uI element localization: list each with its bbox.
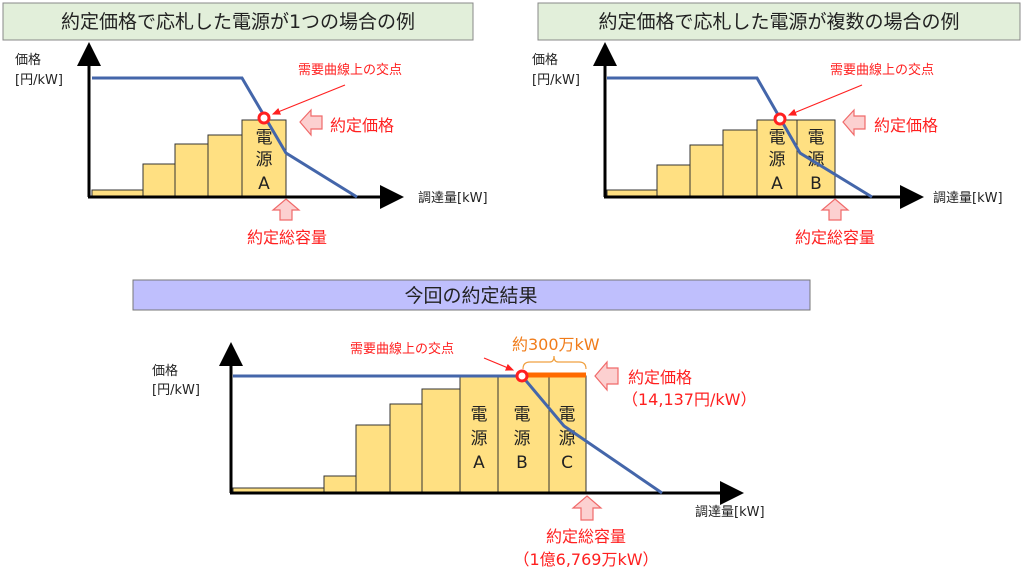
x-axis-label: 調達量[kW] [418, 191, 488, 206]
bracket [522, 355, 587, 370]
bracket-label: 約300万kW [512, 335, 600, 354]
bar-source-a [459, 375, 499, 494]
intersection-marker [515, 369, 529, 383]
bar [421, 388, 461, 494]
intersection-marker [773, 112, 787, 126]
source-label: 電 [471, 405, 488, 425]
panel-multiple-sources: 約定価格で応札した電源が複数の場合の例 価格 [円/kW] 電 源 A 電 源 … [532, 2, 1021, 247]
capacity-label: 約定総容量 [546, 527, 626, 546]
panel-actual-result: 今回の約定結果 価格 [円/kW] 電 源 A 電 源 B 電 源 C 約300… [132, 279, 811, 569]
price-label: 約定価格 [330, 116, 394, 135]
y-axis-unit: [円/kW] [15, 73, 63, 88]
source-label: B [810, 174, 822, 194]
panel2-title-box [537, 2, 1021, 41]
bar [722, 129, 758, 198]
price-label: 約定価格 [628, 368, 692, 387]
source-label: 源 [514, 429, 531, 449]
bar [207, 134, 243, 198]
price-arrow-icon [594, 360, 619, 392]
price-arrow-icon [842, 108, 866, 137]
x-axis-label: 調達量[kW] [695, 505, 765, 520]
demand-curve [233, 374, 663, 495]
capacity-arrow-icon [271, 198, 301, 221]
bar-source-b [796, 119, 836, 198]
price-value: （14,137円/kW） [622, 390, 756, 409]
source-label: A [473, 453, 485, 473]
source-label: 電 [256, 128, 273, 148]
pointer-arrow [787, 84, 863, 116]
bar [174, 143, 209, 198]
bar-source-c [548, 375, 587, 494]
bar [355, 424, 391, 494]
source-label: 源 [769, 150, 786, 170]
y-axis-label: 価格 [532, 52, 558, 68]
panel3-title-box [132, 279, 811, 311]
source-label: 源 [256, 150, 273, 170]
source-label: A [258, 174, 270, 194]
y-axis-label: 価格 [15, 52, 41, 68]
panel1-title: 約定価格で応札した電源が1つの場合の例 [61, 11, 415, 33]
pointer-arrow [271, 84, 346, 115]
panel-single-source: 約定価格で応札した電源が1つの場合の例 価格 [円/kW] 電 源 A 需要曲線… [2, 2, 488, 247]
bar [689, 144, 724, 198]
bar [656, 164, 691, 198]
price-arrow-icon [299, 108, 323, 137]
intersection-label: 需要曲線上の交点 [830, 62, 934, 78]
bar [389, 403, 423, 494]
capacity-arrow-icon [820, 198, 850, 221]
panel2-title: 約定価格で応札した電源が複数の場合の例 [598, 11, 959, 33]
source-label: 源 [471, 429, 488, 449]
bar [142, 163, 176, 198]
source-label: A [771, 174, 783, 194]
source-label: 電 [559, 405, 576, 425]
source-label: 電 [808, 128, 825, 148]
y-axis-unit: [円/kW] [532, 73, 580, 88]
pointer-arrow [483, 357, 515, 371]
source-label: 源 [559, 429, 576, 449]
x-axis-label: 調達量[kW] [933, 191, 1003, 206]
y-axis-unit: [円/kW] [152, 383, 200, 398]
source-label: B [516, 453, 528, 473]
source-label: 電 [514, 405, 531, 425]
source-label: 電 [769, 128, 786, 148]
source-label: C [561, 453, 573, 473]
intersection-label: 需要曲線上の交点 [350, 341, 454, 357]
capacity-value: （1億6,769万kW） [513, 550, 658, 569]
panel3-title: 今回の約定結果 [404, 285, 537, 307]
capacity-arrow-icon [571, 495, 603, 521]
panel1-title-box [2, 2, 474, 41]
capacity-label: 約定総容量 [795, 228, 875, 247]
intersection-label: 需要曲線上の交点 [298, 62, 402, 78]
y-axis-label: 価格 [152, 363, 178, 379]
bar [323, 475, 357, 494]
capacity-label: 約定総容量 [247, 228, 327, 247]
price-label: 約定価格 [874, 116, 938, 135]
intersection-marker [257, 111, 271, 125]
